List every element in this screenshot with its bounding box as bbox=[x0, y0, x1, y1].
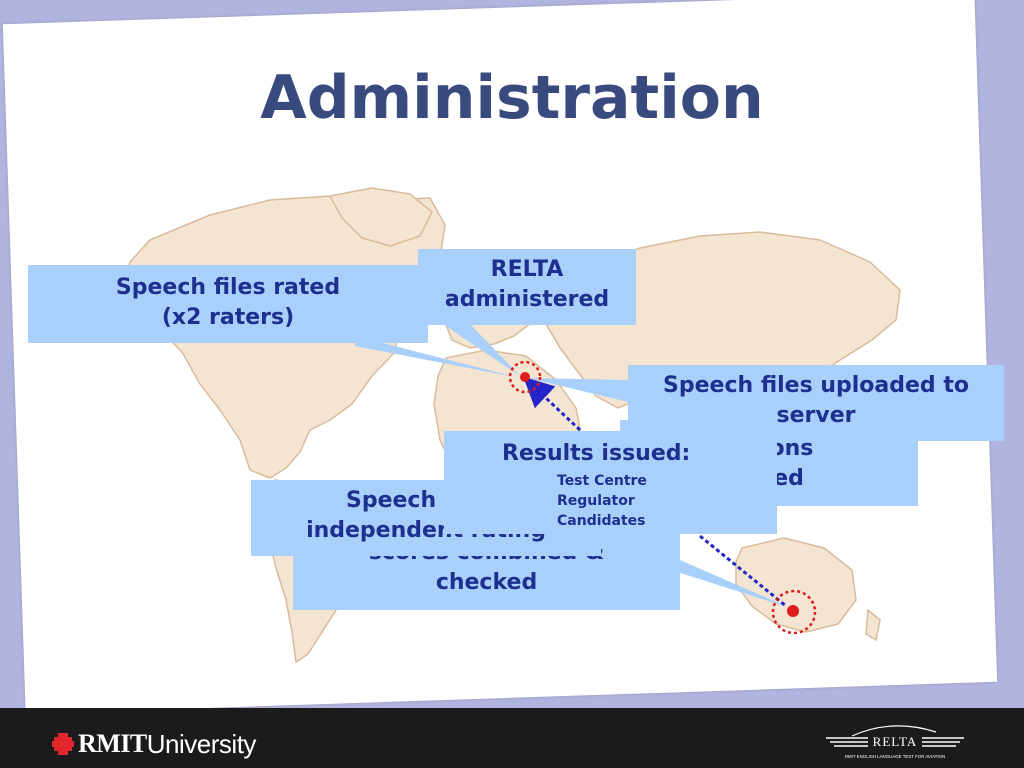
callout-administered-line-1: RELTA bbox=[490, 257, 564, 282]
callout-relta-administered: RELTA administered bbox=[418, 249, 636, 325]
callout-speech-files-uploaded: Speech files uploaded to server bbox=[628, 365, 1004, 441]
results-list: Test Centre Regulator Candidates bbox=[557, 471, 647, 531]
callout-rated-line-1: Speech files rated bbox=[115, 275, 341, 300]
callout-uploaded-line-2: server bbox=[776, 403, 856, 428]
callout-scores-line-2: checked bbox=[435, 570, 538, 595]
map-greenland bbox=[329, 187, 433, 247]
results-item-regulator: Regulator bbox=[557, 493, 635, 509]
map-new-zealand bbox=[865, 609, 881, 641]
callout-administered-line-2: administered bbox=[444, 287, 610, 312]
rmit-wordmark-bold: RMIT bbox=[78, 729, 147, 758]
callout-rated-line-2: (x2 raters) bbox=[161, 305, 295, 330]
callout-speech-files-rated: Speech files rated (x2 raters) bbox=[28, 265, 428, 343]
map-australia bbox=[735, 537, 857, 633]
callout-uploaded-line-1: Speech files uploaded to bbox=[663, 373, 969, 398]
callout-results-issued: Results issued: Test Centre Regulator Ca… bbox=[444, 431, 777, 534]
page-title: Administration bbox=[260, 63, 764, 133]
rmit-pixel-icon bbox=[52, 733, 74, 755]
rmit-wordmark-university: University bbox=[146, 728, 257, 759]
relta-logo-subtext: RMIT ENGLISH LANGUAGE TEST FOR AVIATION bbox=[845, 754, 945, 759]
results-item-test-centre: Test Centre bbox=[557, 473, 647, 489]
results-item-candidates: Candidates bbox=[557, 513, 646, 529]
rmit-university-logo: RMIT University bbox=[52, 727, 256, 761]
relta-logo-text: RELTA bbox=[873, 734, 918, 749]
results-heading: Results issued: bbox=[502, 441, 691, 466]
relta-logo: RELTA RMIT ENGLISH LANGUAGE TEST FOR AVI… bbox=[826, 725, 964, 759]
